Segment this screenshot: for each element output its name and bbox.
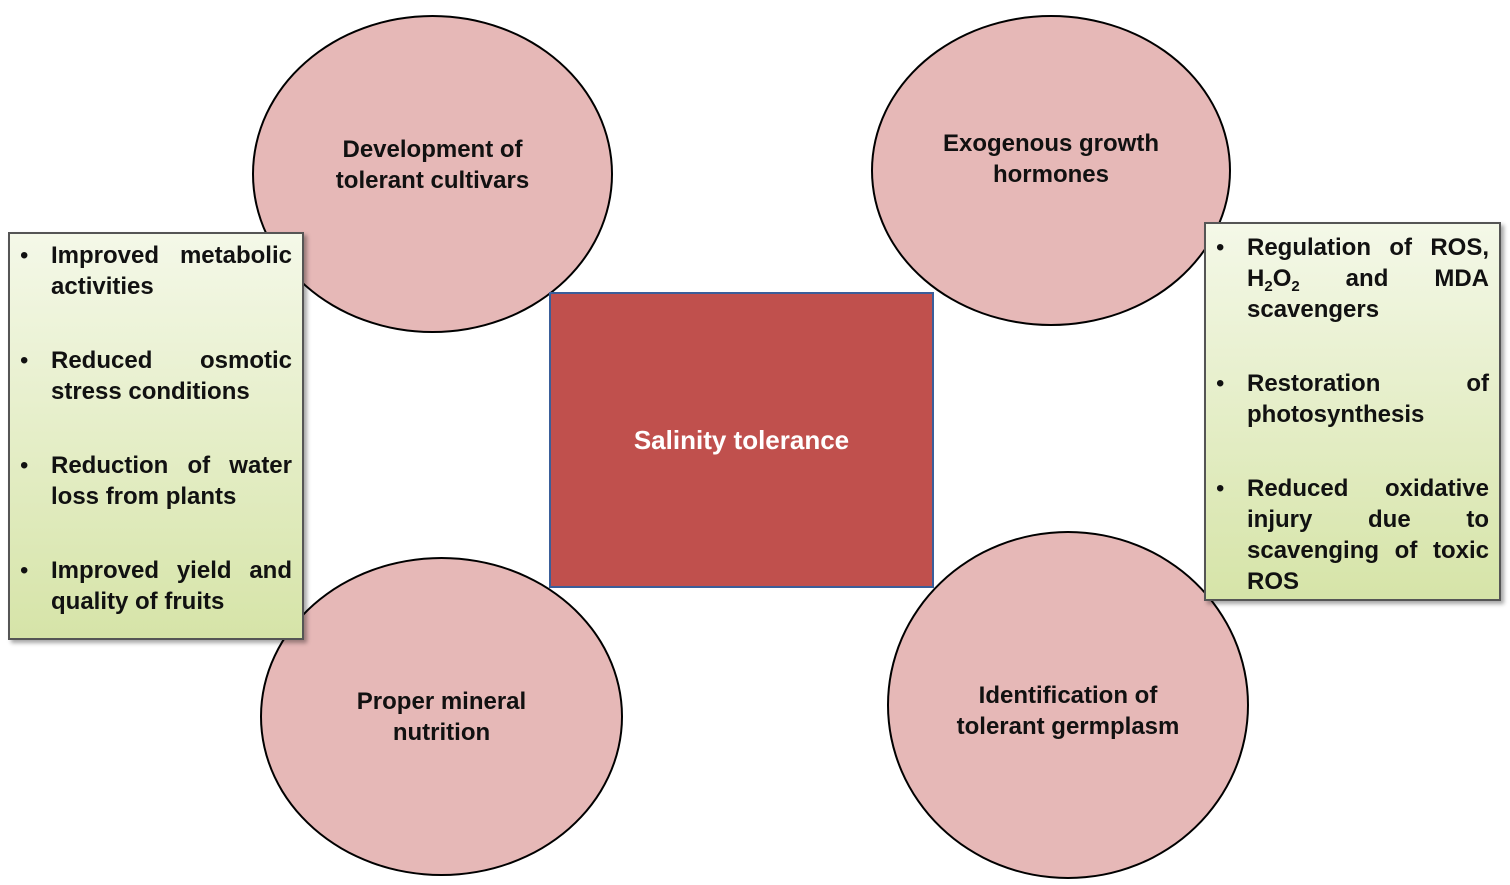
ellipse-identification-of-tolerant-germplasm: Identification of tolerant germplasm — [887, 531, 1249, 879]
list-item: • Improved metabolic activities — [10, 240, 292, 302]
ellipse-proper-mineral-nutrition: Proper mineral nutrition — [260, 557, 623, 876]
right-benefits-box: • Regulation of ROS, H2O2 and MDA scaven… — [1204, 222, 1501, 601]
list-item: • Reduction of water loss from plants — [10, 450, 292, 512]
center-box-salinity-tolerance: Salinity tolerance — [549, 292, 934, 588]
list-item-text: Improved metabolic activities — [51, 242, 292, 300]
ellipse-label-line2: hormones — [992, 160, 1109, 188]
ellipse-label-line1: Exogenous growth — [943, 129, 1159, 157]
left-benefits-box: • Improved metabolic activities • Reduce… — [8, 232, 304, 640]
ellipse-label-line1: Identification of — [978, 682, 1158, 709]
ellipse-label-line2: tolerant cultivars — [335, 167, 530, 194]
ellipse-development-of-tolerant-cultivars: Development of tolerant cultivars — [252, 15, 613, 333]
bullet-marker: • — [1216, 234, 1225, 261]
list-item: • Improved yield and quality of fruits — [10, 555, 292, 617]
ellipse-label-line2: tolerant germplasm — [956, 713, 1180, 740]
bullet-marker: • — [20, 242, 29, 269]
left-benefits-list: • Improved metabolic activities • Reduce… — [10, 240, 292, 617]
list-item: • Restoration of photosynthesis — [1206, 368, 1489, 430]
bullet-marker: • — [20, 347, 29, 374]
right-benefits-list: • Regulation of ROS, H2O2 and MDA scaven… — [1206, 232, 1489, 597]
center-label: Salinity tolerance — [633, 424, 850, 455]
list-item-text: Reduced oxidative injury due to scavengi… — [1247, 475, 1489, 595]
bullet-marker: • — [1216, 475, 1225, 502]
list-item: • Reduced osmotic stress conditions — [10, 345, 292, 407]
ellipse-label-line2: nutrition — [392, 718, 491, 746]
list-item-text: Regulation of ROS, H2O2 and MDA scavenge… — [1247, 234, 1489, 323]
ellipse-label-line1: Development of — [342, 136, 523, 163]
ellipse-label-line1: Proper mineral — [356, 687, 527, 715]
list-item-text: Restoration of photosynthesis — [1247, 370, 1489, 428]
bullet-marker: • — [1216, 370, 1225, 397]
ellipse-exogenous-growth-hormones: Exogenous growth hormones — [871, 15, 1231, 326]
bullet-marker: • — [20, 557, 29, 584]
list-item-text: Improved yield and quality of fruits — [51, 557, 292, 615]
bullet-marker: • — [20, 452, 29, 479]
list-item-text: Reduced osmotic stress conditions — [51, 347, 292, 405]
list-item-text: Reduction of water loss from plants — [51, 452, 292, 510]
list-item: • Reduced oxidative injury due to scaven… — [1206, 473, 1489, 597]
list-item: • Regulation of ROS, H2O2 and MDA scaven… — [1206, 232, 1489, 325]
